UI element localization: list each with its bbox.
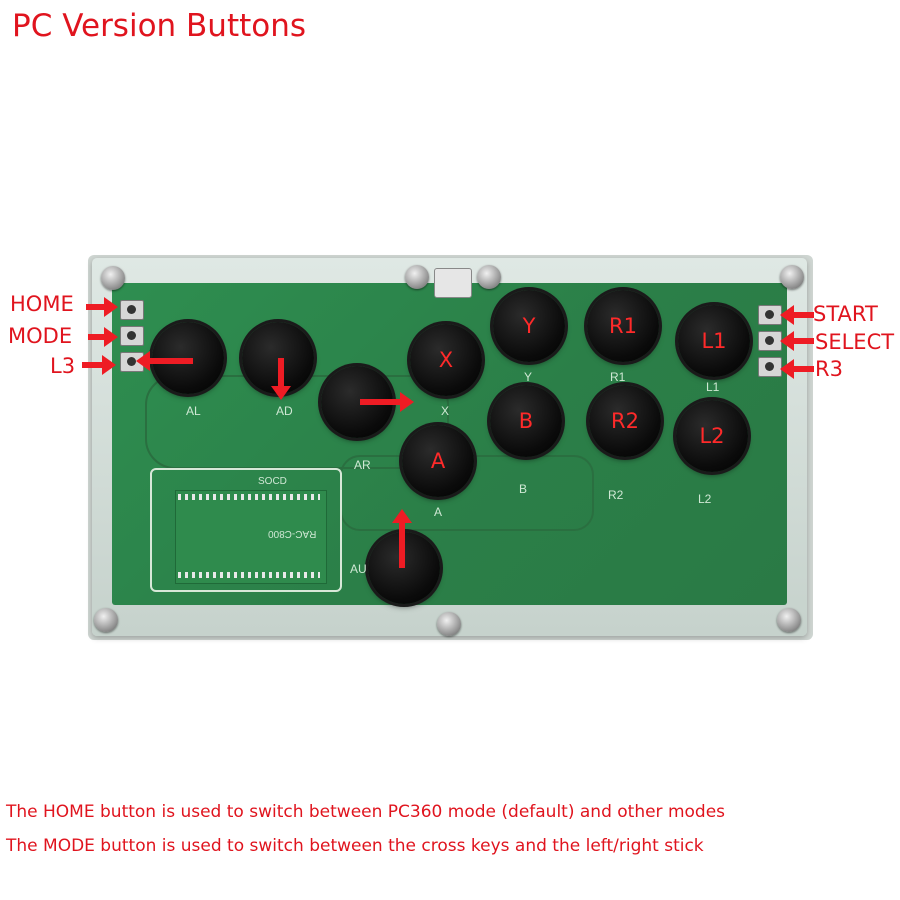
arrow-al-to-l3 — [148, 358, 193, 364]
label-l3: L3 — [50, 354, 76, 378]
arrow-start-head — [780, 305, 794, 325]
pcb-label-al: AL — [186, 404, 201, 418]
arrow-home — [86, 304, 106, 310]
arrow-al-to-l3-head — [136, 351, 150, 371]
mode-switch[interactable] — [120, 326, 144, 346]
arrow-au-up — [399, 522, 405, 568]
button-x[interactable]: X — [410, 324, 482, 396]
pcb-label-b: B — [519, 482, 528, 496]
label-start: START — [813, 302, 878, 326]
arrow-select — [792, 338, 814, 344]
button-r2-label: R2 — [611, 409, 639, 433]
label-r3: R3 — [815, 357, 843, 381]
arrow-l3-head — [102, 355, 116, 375]
page-title: PC Version Buttons — [12, 8, 307, 44]
screw — [437, 612, 461, 636]
pcb-label-au: AU — [350, 562, 367, 576]
arrow-ad-down — [278, 358, 284, 388]
button-l1-label: L1 — [701, 329, 727, 353]
button-x-label: X — [438, 348, 454, 372]
arrow-r3 — [792, 366, 814, 372]
pcb-label-module: RAC-C800 — [268, 528, 317, 539]
pcb-label-a: A — [434, 505, 443, 519]
pcb-label-r1: R1 — [610, 370, 626, 384]
button-b-label: B — [518, 409, 534, 433]
button-r1[interactable]: R1 — [587, 290, 659, 362]
pcb-label-socd: SOCD — [258, 476, 287, 487]
arrow-start — [792, 312, 814, 318]
module-outline — [150, 468, 342, 592]
button-r2[interactable]: R2 — [589, 385, 661, 457]
button-y[interactable]: Y — [493, 290, 565, 362]
button-b[interactable]: B — [490, 385, 562, 457]
pcb-label-l1: L1 — [706, 380, 720, 394]
screw — [101, 266, 125, 290]
pin-header — [178, 572, 320, 578]
arrow-l3 — [82, 362, 104, 368]
screw — [780, 265, 804, 289]
caption-mode: The MODE button is used to switch betwee… — [6, 836, 704, 856]
label-mode: MODE — [8, 324, 73, 348]
arrow-home-head — [104, 297, 118, 317]
start-switch[interactable] — [758, 305, 782, 325]
caption-home: The HOME button is used to switch betwee… — [6, 802, 726, 822]
arrow-select-head — [780, 331, 794, 351]
screw — [777, 608, 801, 632]
button-y-label: Y — [522, 314, 536, 338]
pcb-label-ar: AR — [354, 458, 371, 472]
arrow-ad-down-head — [271, 386, 291, 400]
arrow-au-up-head — [392, 509, 412, 523]
button-a[interactable]: A — [402, 425, 474, 497]
screw — [405, 265, 429, 289]
pcb-label-r2: R2 — [608, 488, 624, 502]
select-switch[interactable] — [758, 331, 782, 351]
pcb-label-l2: L2 — [698, 492, 712, 506]
pcb-label-x: X — [441, 404, 450, 418]
label-home: HOME — [10, 292, 74, 316]
button-r1-label: R1 — [609, 314, 637, 338]
button-l2-label: L2 — [699, 424, 725, 448]
pin-header — [178, 494, 320, 500]
arrow-mode — [88, 334, 106, 340]
arrow-ar-right — [360, 399, 402, 405]
screw — [477, 265, 501, 289]
r3-switch[interactable] — [758, 357, 782, 377]
usb-connector — [434, 268, 472, 298]
pcb-label-y: Y — [524, 370, 533, 384]
label-select: SELECT — [815, 330, 895, 354]
button-l1[interactable]: L1 — [678, 305, 750, 377]
home-switch[interactable] — [120, 300, 144, 320]
controller-module-board — [175, 490, 327, 584]
pcb-label-ad: AD — [276, 404, 293, 418]
arrow-ar-right-head — [400, 392, 414, 412]
arrow-mode-head — [104, 327, 118, 347]
screw — [94, 608, 118, 632]
arrow-r3-head — [780, 359, 794, 379]
button-a-label: A — [430, 449, 446, 473]
button-l2[interactable]: L2 — [676, 400, 748, 472]
